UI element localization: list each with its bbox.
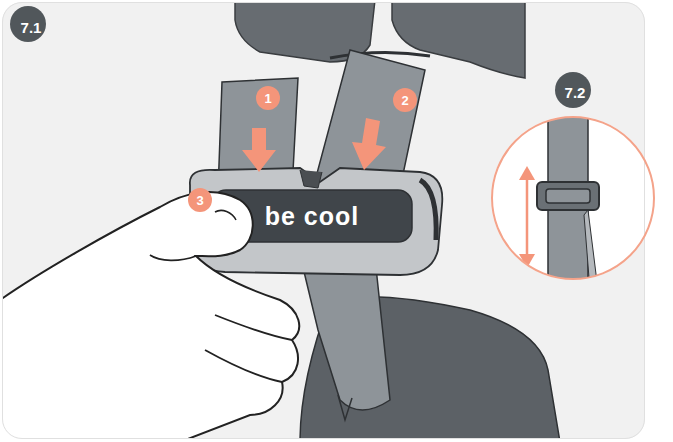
- direction-arrow: [352, 118, 386, 170]
- strap-end: [584, 210, 598, 290]
- adjust-arrow: [526, 174, 529, 260]
- callout-circle: [188, 188, 212, 212]
- adjuster-slot: [546, 189, 590, 203]
- hand: [2, 192, 299, 439]
- callout-circle: [256, 86, 280, 110]
- callout-number: 2: [393, 88, 417, 112]
- thumbnail: [215, 210, 236, 220]
- pad-seam: [330, 52, 430, 58]
- direction-arrow: [242, 128, 276, 172]
- strap-fold: [338, 395, 352, 420]
- step-number: 7.1: [9, 9, 53, 45]
- strap-adjuster: [537, 182, 599, 210]
- finger-line: [215, 315, 292, 340]
- step-number: 7.2: [553, 74, 597, 110]
- arrow-head: [519, 254, 535, 268]
- hand-line: [150, 255, 196, 260]
- callout-circle: [393, 88, 417, 112]
- finger-line: [205, 350, 282, 382]
- crotch-strap: [300, 255, 390, 410]
- arrow-head: [519, 166, 535, 180]
- detail-inset: 7.2: [491, 116, 655, 280]
- buckle-slot: [300, 170, 322, 188]
- buckle-slot: [420, 180, 436, 240]
- callout-number: 1: [256, 86, 280, 110]
- brand-logo: be cool: [217, 196, 407, 236]
- callout-number: 3: [188, 188, 212, 212]
